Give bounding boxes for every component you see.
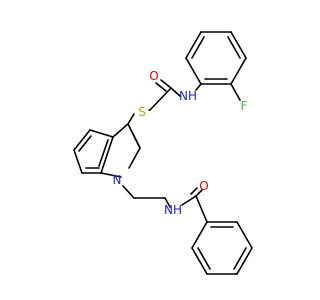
- bond: [185, 57, 202, 85]
- bond: [236, 247, 253, 275]
- molecule-structure-diagram: O NH F S N NH O: [73, 31, 253, 275]
- bond: [191, 221, 208, 249]
- atom-label-fluorine: F: [241, 99, 248, 113]
- bond: [112, 123, 129, 138]
- bond: [195, 83, 202, 91]
- bond: [191, 247, 208, 275]
- bond: [100, 136, 114, 174]
- bond: [181, 195, 197, 206]
- bond-inner: [197, 247, 211, 270]
- bond-inner: [78, 135, 92, 152]
- bond: [195, 189, 203, 197]
- atom-label-sulfur: S: [138, 105, 146, 119]
- bond: [100, 172, 122, 178]
- bond: [230, 31, 247, 59]
- bond-inner: [233, 247, 247, 270]
- indole-benzene-ring: [73, 129, 114, 174]
- atom-label-nh-top: NH: [179, 89, 197, 103]
- bond: [73, 149, 83, 174]
- bond: [73, 129, 91, 151]
- bond-inner: [98, 139, 109, 167]
- atom-label-nitrogen-indole: N: [113, 173, 122, 187]
- fluorophenyl-ring: [185, 31, 247, 85]
- bond-inner: [131, 131, 141, 149]
- bond: [170, 87, 181, 97]
- benzoyl-phenyl-ring: [191, 221, 253, 275]
- indole-pyrrole-ring: [100, 123, 141, 178]
- bond-inner: [227, 36, 241, 59]
- atom-label-oxygen-top: O: [149, 69, 158, 83]
- bond-inner: [191, 36, 205, 59]
- bond: [127, 113, 135, 125]
- bond: [89, 129, 114, 138]
- atom-label-oxygen-bottom: O: [199, 179, 208, 193]
- bond: [160, 79, 172, 89]
- bond: [195, 195, 208, 223]
- bond: [155, 82, 167, 92]
- bond: [190, 187, 198, 195]
- bond: [230, 57, 247, 85]
- bond: [164, 197, 171, 208]
- bond: [122, 185, 135, 199]
- bond: [128, 147, 141, 169]
- bond: [236, 221, 253, 249]
- bond: [149, 87, 172, 111]
- atom-label-nh-bottom: NH: [164, 203, 182, 217]
- bond: [185, 31, 202, 59]
- bond: [230, 83, 241, 101]
